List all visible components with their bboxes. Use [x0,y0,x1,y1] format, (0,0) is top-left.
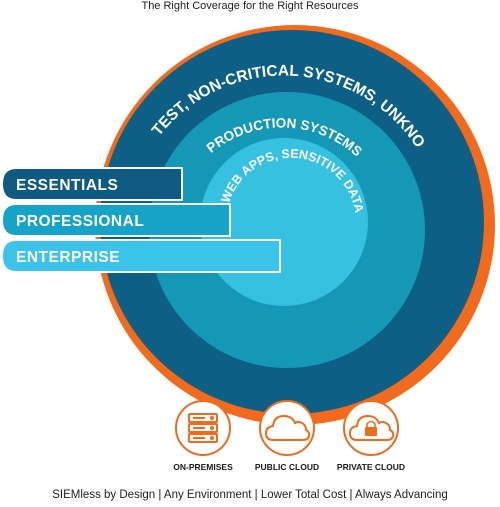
env-private-cloud-label: PRIVATE CLOUD [337,462,405,472]
tier-professional: PROFESSIONAL [0,203,231,237]
tier-essentials: ESSENTIALS [0,167,183,201]
lock-cloud-icon [348,414,395,441]
tier-enterprise-label: ENTERPRISE [16,249,120,266]
tier-professional-label: PROFESSIONAL [16,213,144,230]
server-icon [188,413,218,443]
env-public-cloud-badge [259,400,315,456]
tier-enterprise: ENTERPRISE [0,239,281,273]
env-private-cloud: PRIVATE CLOUD [337,400,405,472]
tier-essentials-label: ESSENTIALS [16,177,118,194]
env-public-cloud-label: PUBLIC CLOUD [255,462,319,472]
env-public-cloud: PUBLIC CLOUD [255,400,319,472]
env-on-premises: ON-PREMISES [173,400,233,472]
cloud-icon [264,414,311,441]
env-on-premises-label: ON-PREMISES [173,462,233,472]
footer-tagline: SIEMless by Design | Any Environment | L… [52,489,448,501]
diagram-title: The Right Coverage for the Right Resourc… [141,0,359,12]
